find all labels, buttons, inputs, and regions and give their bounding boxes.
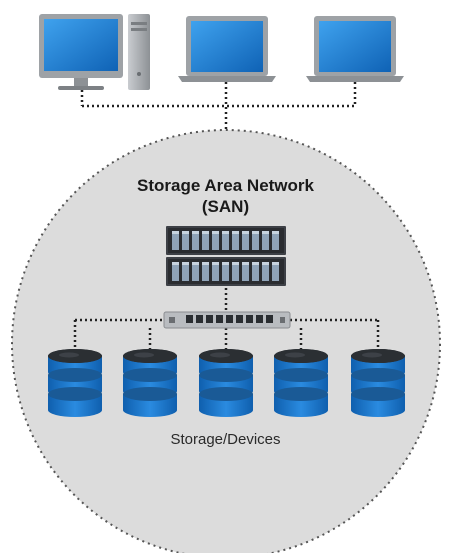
switch-port [246,315,253,323]
switch-port [226,315,233,323]
storage-disk-icon [199,349,253,417]
storage-disk-icon [274,349,328,417]
storage-disk-icon [48,349,102,417]
switch-port [236,315,243,323]
laptop-icon [178,16,276,82]
san-title: Storage Area Network [137,176,314,195]
san-boundary-circle [11,129,441,553]
client-network-lines [80,82,357,130]
server-rack [166,226,286,286]
laptop-icon [306,16,404,82]
desktop-computer-icon [39,14,150,90]
switch-port [256,315,263,323]
server-unit [166,226,286,255]
switch-port [216,315,223,323]
server-unit [166,257,286,286]
san-abbreviation: (SAN) [201,197,250,216]
switch-port [206,315,213,323]
switch-port [186,315,193,323]
storage-disk-icon [351,349,405,417]
storage-devices-label: Storage/Devices [170,431,281,448]
network-switch [163,311,291,329]
switch-port [266,315,273,323]
storage-devices [48,349,405,417]
storage-disk-icon [123,349,177,417]
switch-port [196,315,203,323]
